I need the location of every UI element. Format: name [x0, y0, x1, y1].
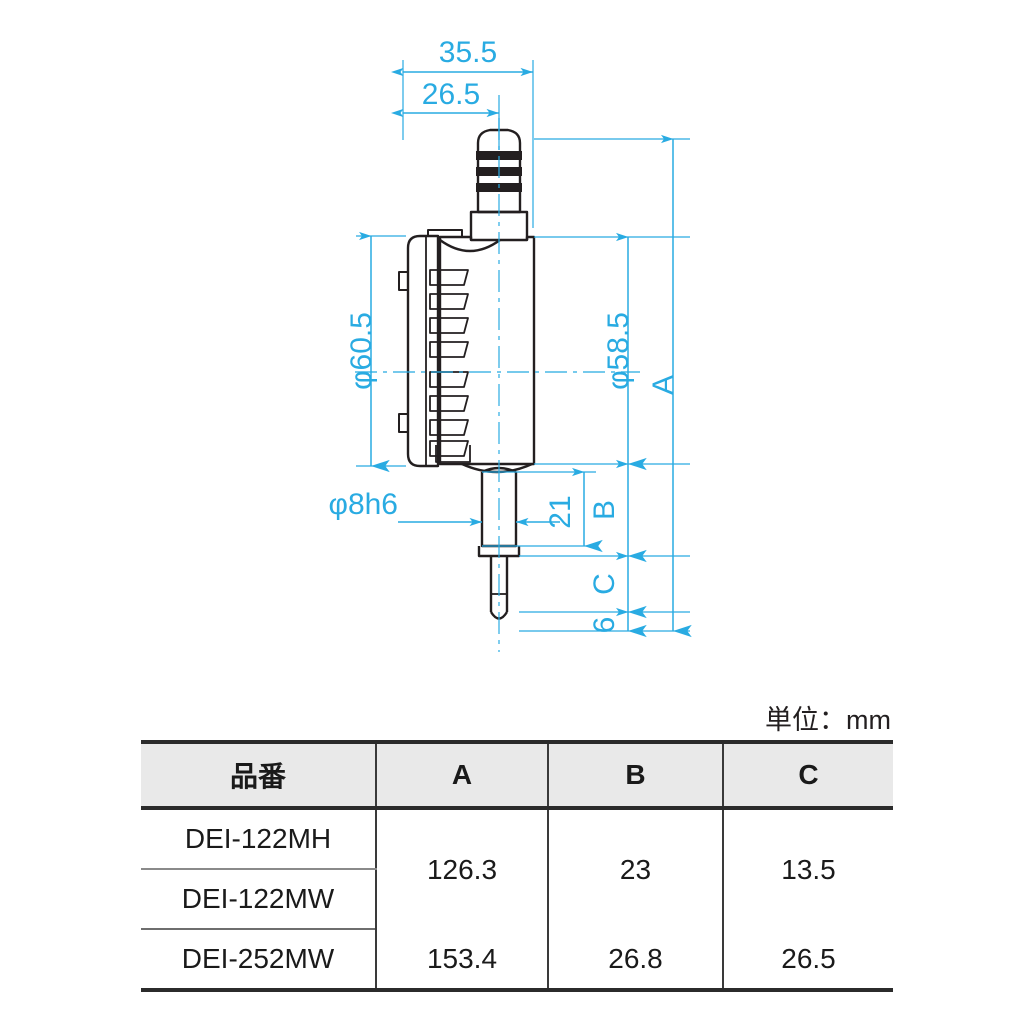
dim-text-B: B	[588, 500, 621, 520]
cell-b: 23	[547, 808, 724, 929]
dim-text-C: C	[588, 573, 621, 595]
cell-c: 26.5	[722, 929, 893, 992]
cell-a: 126.3	[375, 808, 549, 929]
cap-dome	[476, 128, 522, 157]
dim-text-phi60-5: φ60.5	[345, 312, 378, 390]
dim-text-35-5: 35.5	[439, 36, 497, 69]
cell-c: 13.5	[722, 808, 893, 929]
housing-tab-upper	[398, 271, 408, 291]
spec-table: 品番 A B C DEI-122MH 126.3 23 13.5 DEI-122…	[141, 740, 893, 992]
dim-text-phi58-5: φ58.5	[602, 312, 635, 390]
dimension-lines	[356, 60, 692, 638]
unit-note: 単位：mm	[765, 705, 891, 735]
housing-bottom-window	[435, 445, 471, 463]
cell-part: DEI-252MW	[141, 929, 377, 992]
col-header-a: A	[375, 740, 549, 810]
col-header-c: C	[722, 740, 893, 810]
barrel-body	[438, 235, 536, 466]
dim-text-21: 21	[544, 495, 577, 528]
housing-ribs	[429, 269, 469, 457]
cell-part: DEI-122MH	[141, 808, 377, 870]
table-row: DEI-252MW 153.4 26.8 26.5	[141, 929, 893, 992]
table-header-row: 品番 A B C	[141, 740, 893, 810]
technical-drawing: 35.5 26.5 φ60.5 φ58.5 A B C 6 21 φ8h6	[328, 36, 692, 652]
gauge-outline	[398, 128, 536, 620]
cell-part: DEI-122MW	[141, 869, 376, 930]
col-header-part: 品番	[141, 740, 377, 810]
housing-shell	[406, 234, 440, 468]
table-row: DEI-122MH 126.3 23 13.5	[141, 808, 893, 929]
barrel-top-arc	[439, 239, 501, 253]
extension-lines	[356, 60, 690, 632]
dim-text-26-5: 26.5	[422, 78, 480, 111]
col-header-b: B	[547, 740, 724, 810]
dimension-texts: 35.5 26.5 φ60.5 φ58.5 A B C 6 21 φ8h6	[328, 36, 680, 633]
cell-a: 153.4	[375, 929, 549, 992]
dim-text-A: A	[647, 375, 680, 395]
dim-text-6: 6	[588, 617, 621, 634]
housing-tab-lower	[398, 413, 408, 433]
center-lines	[355, 118, 640, 652]
dim-text-phi8h6: φ8h6	[328, 488, 398, 521]
table-row: DEI-122MW	[141, 869, 893, 930]
cell-b: 26.8	[547, 929, 724, 992]
housing-top-nub	[427, 229, 463, 236]
